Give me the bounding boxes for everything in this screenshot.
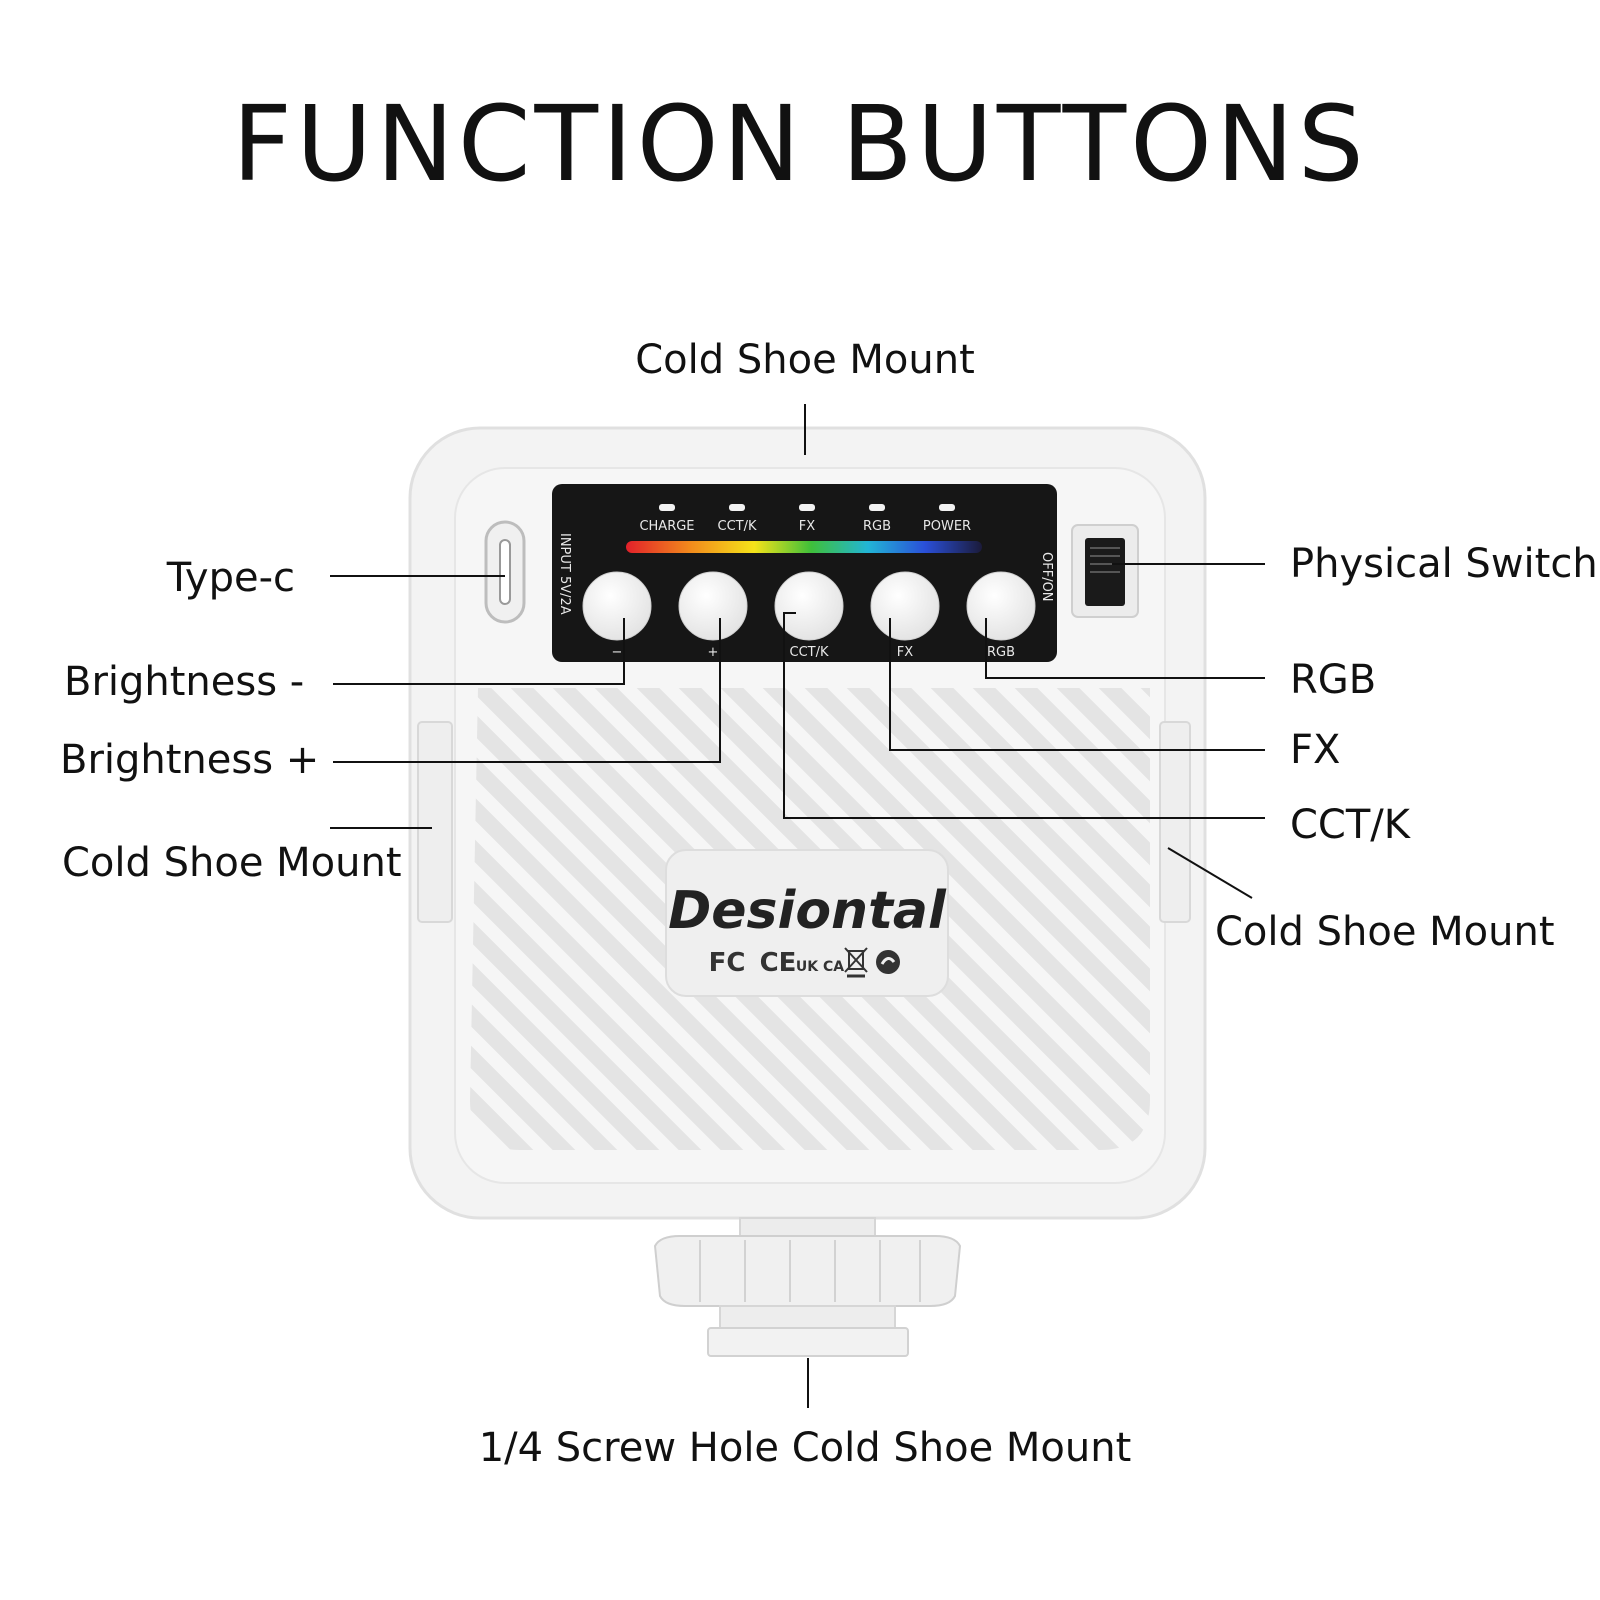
leader-brightness-minus	[333, 618, 625, 685]
cert-mark: CE	[760, 948, 797, 978]
shoe-plate	[707, 1327, 909, 1357]
texture-rib	[470, 688, 790, 1150]
label-rgb: RGB	[1290, 657, 1377, 703]
texture-rib	[716, 688, 1150, 1150]
panel-button-label: CCT/K	[790, 645, 829, 660]
cert-mark: UK CA	[796, 959, 844, 975]
input-label: INPUT 5V/2A	[557, 533, 572, 615]
texture-rib	[1010, 688, 1150, 1150]
indicator-label: FX	[799, 519, 815, 534]
label-cold-shoe-top: Cold Shoe Mount	[635, 337, 975, 383]
label-fx: FX	[1290, 727, 1341, 773]
shoe-foot	[719, 1305, 896, 1329]
switch-label: OFF/ON	[1039, 552, 1054, 602]
indicator-led	[659, 504, 675, 511]
texture-rib	[1052, 688, 1150, 1150]
texture-rib	[884, 688, 1150, 1150]
indicator-label: CHARGE	[639, 519, 694, 534]
panel-button[interactable]	[582, 571, 652, 641]
texture-rib	[968, 688, 1150, 1150]
label-cold-shoe-left: Cold Shoe Mount	[62, 840, 402, 886]
panel-button[interactable]	[678, 571, 748, 641]
panel-button-label: FX	[897, 645, 913, 660]
panel-button-label: RGB	[987, 645, 1015, 660]
weee-icon	[844, 947, 868, 978]
indicator-led	[799, 504, 815, 511]
indicator-led	[939, 504, 955, 511]
leader-brightness-plus	[333, 618, 721, 763]
rainbow-bar	[626, 541, 982, 553]
indicator-label: CCT/K	[718, 519, 757, 534]
texture-rib	[758, 688, 1150, 1150]
panel-button[interactable]	[870, 571, 940, 641]
cert-mark: FC	[709, 948, 746, 978]
label-cct: CCT/K	[1290, 802, 1410, 848]
texture-rib	[926, 688, 1150, 1150]
leader-cold-shoe-right	[1167, 847, 1253, 899]
mount-neck	[739, 1217, 876, 1237]
brand-logo: Desiontal	[668, 881, 947, 941]
leader-rgb	[985, 618, 1265, 679]
leader-fx	[889, 618, 1265, 751]
texture-rib	[470, 688, 622, 1150]
texture-rib	[470, 688, 874, 1150]
texture-rib	[470, 688, 832, 1150]
leader-cct	[783, 612, 1265, 819]
button-row: − + CCT/K FX RGB	[582, 571, 1036, 660]
texture-rib	[470, 688, 580, 1150]
type-c-slot	[499, 539, 511, 605]
indicator-row: CHARGE CCT/K FX RGB POWER	[639, 504, 971, 534]
left-cold-shoe	[417, 721, 453, 923]
label-screw-hole: 1/4 Screw Hole Cold Shoe Mount	[478, 1425, 1132, 1471]
indicator-led	[869, 504, 885, 511]
texture-rib	[1564, 680, 1600, 1200]
panel-button-label: −	[612, 645, 623, 660]
indicator-label: RGB	[863, 519, 891, 534]
right-cold-shoe	[1159, 721, 1191, 923]
indicator-led	[729, 504, 745, 511]
page-title: FUNCTION BUTTONS	[232, 83, 1368, 205]
texture-rib	[842, 688, 1150, 1150]
label-type-c: Type-c	[166, 555, 295, 601]
label-brightness-minus: Brightness -	[64, 659, 305, 705]
label-physical-switch: Physical Switch	[1290, 541, 1598, 587]
texture-rib	[470, 688, 748, 1150]
panel-button-label: +	[708, 645, 719, 660]
locking-knob[interactable]	[653, 1235, 962, 1307]
indicator-label: POWER	[923, 519, 971, 534]
texture-rib	[800, 688, 1150, 1150]
knob-ridges	[699, 1240, 921, 1302]
leader-lines	[330, 404, 1265, 1408]
panel-button[interactable]	[774, 571, 844, 641]
texture-rib	[470, 688, 706, 1150]
label-cold-shoe-right: Cold Shoe Mount	[1215, 909, 1555, 955]
label-brightness-plus: Brightness +	[60, 737, 320, 783]
recycle-icon	[876, 950, 900, 974]
panel-button[interactable]	[966, 571, 1036, 641]
texture-rib	[470, 688, 664, 1150]
